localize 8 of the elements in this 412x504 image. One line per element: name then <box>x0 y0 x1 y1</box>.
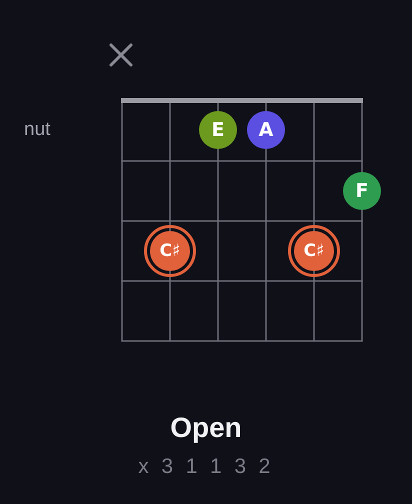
note-marker: E <box>199 111 237 149</box>
nut-label: nut <box>24 119 50 141</box>
note-marker: A <box>247 111 285 149</box>
chord-name: Open <box>169 412 243 444</box>
ringed-note-marker: C♯ <box>288 225 340 277</box>
note-marker: F <box>343 172 381 210</box>
ringed-note-marker: C♯ <box>144 225 196 277</box>
fingering-text: x 3 1 1 3 2 <box>138 455 274 480</box>
